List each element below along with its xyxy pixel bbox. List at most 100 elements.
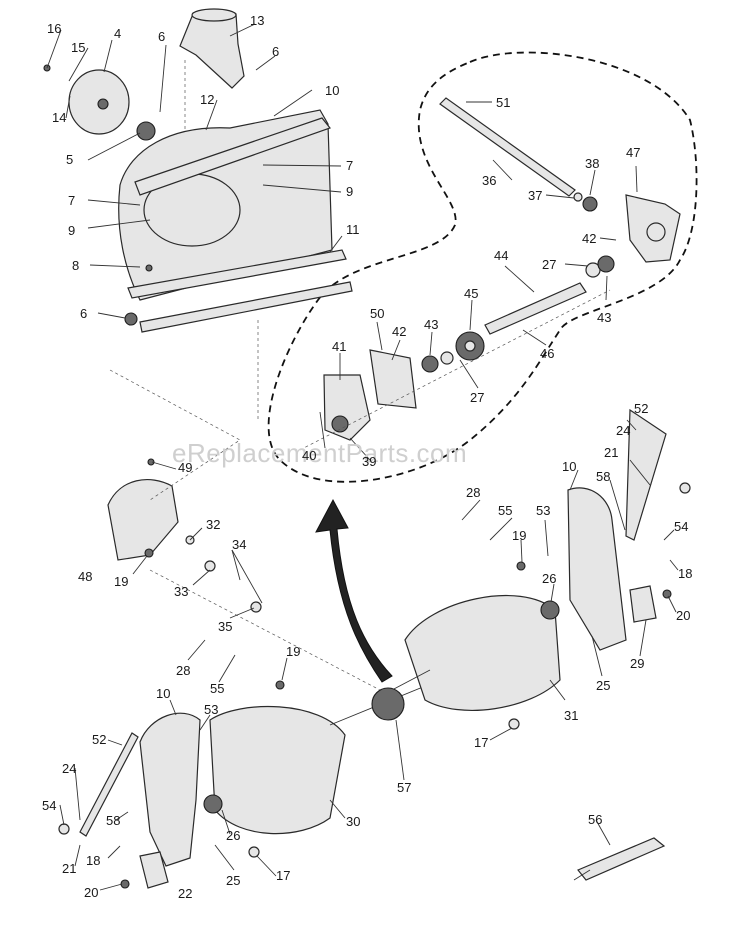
callout-10-left: 10 — [156, 686, 170, 701]
right-side-plate — [567, 487, 627, 651]
callout-35: 35 — [218, 619, 232, 634]
small-bolt — [145, 264, 153, 272]
callout-20-right: 20 — [676, 608, 690, 623]
callout-10-top: 10 — [325, 83, 339, 98]
callout-4: 4 — [114, 26, 121, 41]
callout-36: 36 — [482, 173, 496, 188]
callout-29: 29 — [630, 656, 644, 671]
cam-left — [139, 851, 169, 889]
nut-19-mid — [275, 680, 285, 690]
bolt-49 — [147, 458, 155, 466]
callout-27-left: 27 — [470, 390, 484, 405]
callout-14: 14 — [52, 110, 66, 125]
left-side-plate — [139, 712, 201, 867]
callout-10-right: 10 — [562, 459, 576, 474]
gearbox-detail-outline — [267, 51, 698, 483]
leader-lines — [46, 23, 679, 891]
cam-right — [629, 585, 657, 623]
callout-7a: 7 — [346, 158, 353, 173]
callout-57: 57 — [397, 780, 411, 795]
bearing-housing-48 — [107, 479, 179, 561]
callout-6c: 6 — [80, 306, 87, 321]
callout-15: 15 — [71, 40, 85, 55]
callout-54-right: 54 — [674, 519, 688, 534]
shaft-bearing — [582, 196, 598, 212]
callout-33: 33 — [174, 584, 188, 599]
worm-gear-hub — [464, 340, 476, 352]
callout-55-right: 55 — [498, 503, 512, 518]
callout-47: 47 — [626, 145, 640, 160]
callout-40: 40 — [302, 448, 316, 463]
callout-52-left: 52 — [92, 732, 106, 747]
callout-43-right: 43 — [597, 310, 611, 325]
callout-51: 51 — [496, 95, 510, 110]
thrust-washer-left — [440, 351, 454, 365]
callout-30: 30 — [346, 814, 360, 829]
wear-bar — [127, 249, 347, 299]
auger-left — [209, 705, 346, 835]
assembly-line-3 — [299, 289, 611, 451]
flange-nut — [124, 312, 138, 326]
assembly-line-1 — [109, 369, 241, 501]
callout-11: 11 — [346, 222, 360, 237]
callout-13: 13 — [250, 13, 264, 28]
callout-28-left: 28 — [176, 663, 190, 678]
skid-shoe-right — [625, 408, 667, 541]
callout-50: 50 — [370, 306, 384, 321]
callout-6a: 6 — [158, 29, 165, 44]
callout-25-left: 25 — [226, 873, 240, 888]
callout-6b: 6 — [272, 44, 279, 59]
callout-18-right: 18 — [678, 566, 692, 581]
callout-52-right: 52 — [634, 401, 648, 416]
callout-55-left: 55 — [210, 681, 224, 696]
callout-53-left: 53 — [204, 702, 218, 717]
callout-53-right: 53 — [536, 503, 550, 518]
cap-54-left — [58, 823, 70, 835]
callout-25-right: 25 — [596, 678, 610, 693]
callout-22: 22 — [178, 886, 192, 901]
callout-numbers: 16 15 4 14 5 6 13 6 12 10 7 9 7 9 11 8 6… — [42, 13, 692, 901]
callout-42-left: 42 — [392, 324, 406, 339]
nut-20-left — [120, 879, 130, 889]
housing-flange — [134, 117, 331, 196]
callout-26-left: 26 — [226, 828, 240, 843]
callout-17-right: 17 — [474, 735, 488, 750]
callout-34: 34 — [232, 537, 246, 552]
callout-16: 16 — [47, 21, 61, 36]
callout-21-right: 21 — [604, 445, 618, 460]
washer-35 — [250, 601, 262, 613]
chute-adapter — [179, 13, 245, 89]
detail-arrow — [315, 498, 393, 683]
bearing-43-right — [597, 255, 615, 273]
callout-19-left: 19 — [114, 574, 128, 589]
callout-42-right: 42 — [582, 231, 596, 246]
callout-37: 37 — [528, 188, 542, 203]
callout-49: 49 — [178, 460, 192, 475]
callout-48: 48 — [78, 569, 92, 584]
nut-20-right — [662, 589, 672, 599]
callout-31: 31 — [564, 708, 578, 723]
watermark-text: eReplacementParts.com — [172, 438, 467, 468]
callout-45: 45 — [464, 286, 478, 301]
callout-9b: 9 — [68, 223, 75, 238]
callout-19-right: 19 — [512, 528, 526, 543]
callout-43-left: 43 — [424, 317, 438, 332]
callout-18-left: 18 — [86, 853, 100, 868]
callout-24-left: 24 — [62, 761, 76, 776]
callout-39: 39 — [362, 454, 376, 469]
auger-right — [404, 595, 561, 711]
callout-9a: 9 — [346, 184, 353, 199]
housing-hub — [97, 98, 109, 110]
callout-8: 8 — [72, 258, 79, 273]
callout-44: 44 — [494, 248, 508, 263]
gearbox-half-left — [323, 374, 371, 441]
cap-54-right — [679, 482, 691, 494]
callout-58-left: 58 — [106, 813, 120, 828]
bearing-26-left — [203, 794, 223, 814]
callout-19-mid: 19 — [286, 644, 300, 659]
callout-21-left: 21 — [62, 861, 76, 876]
callout-28-right: 28 — [466, 485, 480, 500]
assembly-line-2 — [149, 569, 381, 691]
